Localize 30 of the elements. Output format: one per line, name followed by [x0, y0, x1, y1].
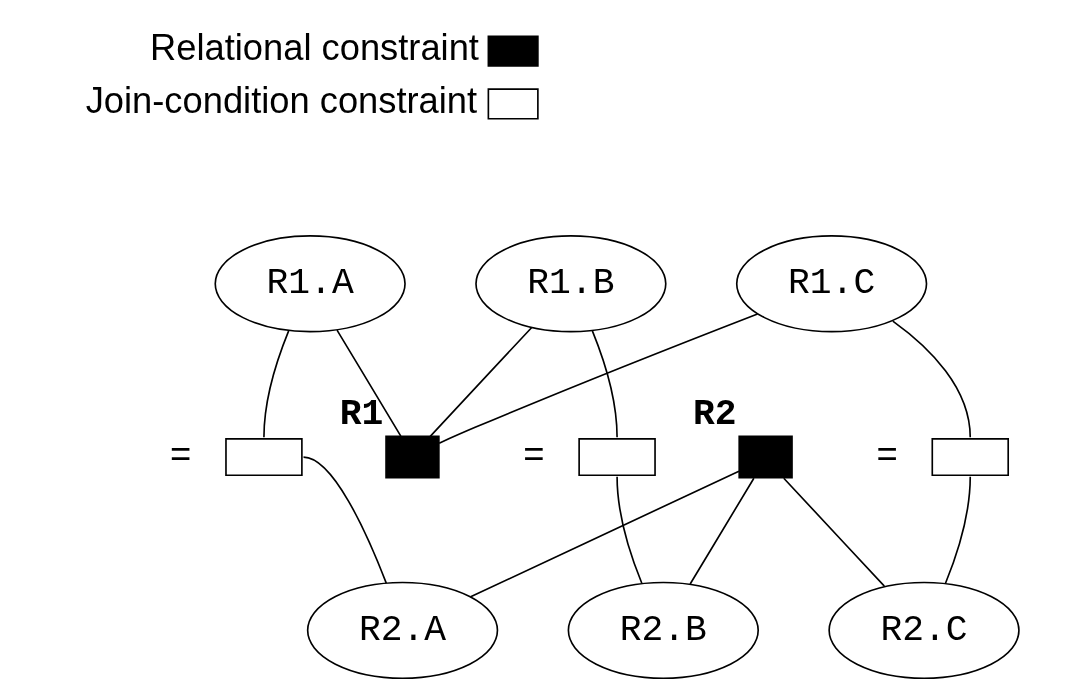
connector [262, 330, 289, 439]
node-ellipse: R1.B [474, 235, 667, 333]
node-label: = [522, 436, 545, 478]
node-box [930, 438, 1009, 477]
connector [591, 330, 618, 439]
node-label: R1 [339, 394, 383, 436]
connector [891, 320, 971, 439]
node-ellipse: R1.C [735, 235, 927, 333]
connector [688, 477, 755, 585]
connector [335, 329, 402, 437]
node-label: R2 [692, 394, 737, 436]
node-box [384, 435, 440, 479]
node-box [577, 438, 656, 477]
legend-label: Relational constraint [149, 27, 479, 69]
connector [302, 456, 387, 584]
node-box [224, 438, 303, 477]
node-label: = [875, 436, 898, 478]
connector [782, 477, 885, 587]
connector [944, 476, 971, 585]
legend-label: Join-condition constraint [85, 80, 477, 122]
connector [469, 470, 740, 598]
node-ellipse: R2.A [306, 581, 498, 680]
node-ellipse: R1.A [213, 235, 406, 333]
node-ellipse: R2.B [567, 581, 759, 680]
node-label: = [169, 436, 192, 478]
connector [437, 313, 758, 444]
node-box [737, 435, 793, 479]
connector [615, 476, 643, 585]
node-ellipse: R2.C [827, 581, 1020, 680]
connector [428, 326, 533, 438]
